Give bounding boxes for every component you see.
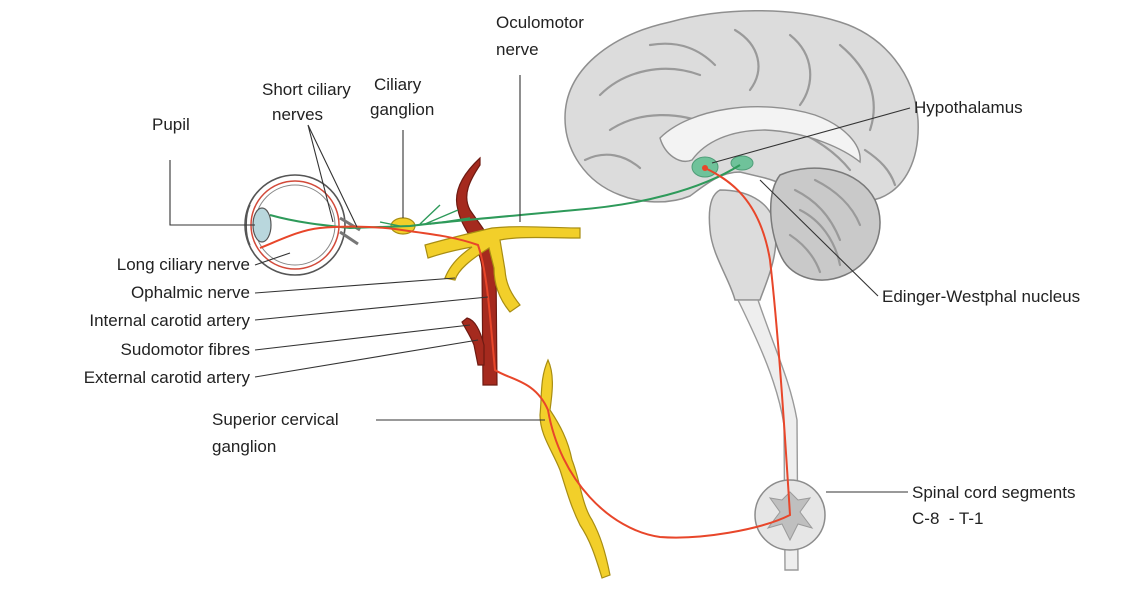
label-short-ciliary-line2: nerves	[272, 105, 323, 124]
eye	[245, 175, 360, 275]
label-spinal-cord-line2: C-8 - T-1	[912, 509, 983, 528]
superior-cervical-ganglion-chain	[540, 360, 610, 578]
label-long-ciliary: Long ciliary nerve	[117, 255, 250, 274]
label-superior-cervical-line2: ganglion	[212, 437, 276, 456]
label-ciliary-ganglion-line2: ganglion	[370, 100, 434, 119]
label-internal-carotid: Internal carotid artery	[89, 311, 250, 330]
label-oculomotor-line2: nerve	[496, 40, 539, 59]
label-oculomotor-line1: Oculomotor	[496, 13, 584, 32]
label-pupil: Pupil	[152, 115, 190, 134]
label-hypothalamus: Hypothalamus	[914, 98, 1023, 117]
trigeminal-ophthalmic-trunk	[425, 227, 580, 312]
brain	[565, 11, 918, 570]
cerebrum	[565, 11, 918, 202]
label-short-ciliary-line1: Short ciliary	[262, 80, 351, 99]
label-spinal-cord-line1: Spinal cord segments	[912, 483, 1075, 502]
label-external-carotid: External carotid artery	[84, 368, 251, 387]
pupil-lens	[253, 208, 271, 242]
label-superior-cervical-line1: Superior cervical	[212, 410, 339, 429]
label-ophalmic: Ophalmic nerve	[131, 283, 250, 302]
label-sudomotor: Sudomotor fibres	[121, 340, 250, 359]
label-edinger-westphal: Edinger-Westphal nucleus	[882, 287, 1080, 306]
label-ciliary-ganglion-line1: Ciliary	[374, 75, 422, 94]
